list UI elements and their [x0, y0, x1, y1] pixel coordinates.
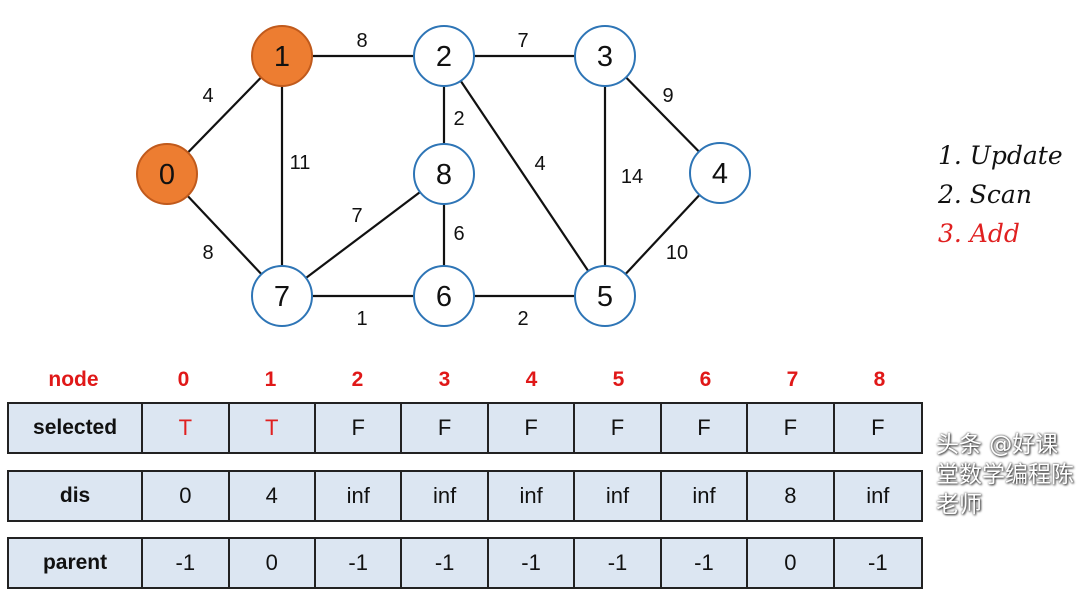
- step-add: 3. Add: [938, 219, 1020, 248]
- step-scan: 2. Scan: [938, 180, 1032, 209]
- node-label: 5: [597, 281, 613, 313]
- node-8-circle: [413, 143, 475, 205]
- cell: F: [575, 404, 662, 452]
- edge-2-5: [443, 55, 606, 297]
- cell: inf: [489, 472, 576, 520]
- node-label: 4: [712, 158, 728, 190]
- cell: -1: [868, 550, 888, 575]
- node-7-circle: [251, 265, 313, 327]
- cell: -1: [143, 539, 230, 587]
- row-label: dis: [9, 472, 144, 520]
- cell: T: [143, 404, 230, 452]
- node-label: 1: [274, 41, 290, 73]
- node-2-circle: [413, 25, 475, 87]
- edge-weight: 2: [453, 108, 464, 130]
- cell: inf: [402, 472, 489, 520]
- edge-weight: 9: [662, 85, 673, 107]
- cell: inf: [866, 483, 890, 508]
- step-update: 1. Update: [938, 141, 1063, 170]
- node-header: 6: [699, 368, 712, 391]
- node-header: 2: [351, 368, 364, 391]
- cell: T: [230, 404, 316, 452]
- edge-weight: 8: [202, 242, 213, 264]
- node-label: 7: [274, 281, 290, 313]
- node-header: 0: [177, 368, 190, 391]
- node-0-circle: [136, 143, 198, 205]
- edge-weight: 6: [453, 223, 464, 245]
- edge-weight: 4: [534, 153, 545, 175]
- cell: 0: [230, 539, 316, 587]
- node-6-circle: [413, 265, 475, 327]
- cell: 4: [230, 472, 316, 520]
- edge-7-8: [281, 173, 445, 297]
- node-label: 8: [436, 159, 452, 191]
- node-label: 2: [436, 41, 452, 73]
- algorithm-steps: 1. Update 2. Scan 3. Add: [938, 136, 1063, 253]
- node-header: 5: [612, 368, 625, 391]
- cell: -1: [662, 539, 749, 587]
- cell: -1: [575, 539, 662, 587]
- cell: inf: [662, 472, 749, 520]
- node-header: 1: [264, 368, 277, 391]
- cell: -1: [316, 539, 403, 587]
- edge-weight: 7: [351, 205, 362, 227]
- edge-weight: 2: [517, 308, 528, 330]
- node-4-circle: [689, 142, 751, 204]
- cell: F: [662, 404, 749, 452]
- node-label: 0: [159, 159, 175, 191]
- cell: F: [316, 404, 403, 452]
- cell: -1: [489, 539, 576, 587]
- node-header: 8: [873, 368, 886, 391]
- node-5-circle: [574, 265, 636, 327]
- edge-weight: 11: [290, 152, 311, 174]
- cell: 0: [143, 472, 230, 520]
- node-header: 3: [438, 368, 451, 391]
- cell: 0: [748, 539, 835, 587]
- cell: F: [871, 415, 885, 440]
- cell: F: [489, 404, 576, 452]
- cell: inf: [575, 472, 662, 520]
- edge-weight: 4: [202, 85, 213, 107]
- edge-weight: 14: [621, 166, 643, 188]
- node-3-circle: [574, 25, 636, 87]
- cell: 8: [748, 472, 835, 520]
- edge-weight: 8: [356, 30, 367, 52]
- node-label: 3: [597, 41, 613, 73]
- cell: F: [748, 404, 835, 452]
- node-label: 6: [436, 281, 452, 313]
- cell: -1: [402, 539, 489, 587]
- edge-weight: 1: [356, 308, 367, 330]
- edge-weight: 7: [517, 30, 528, 52]
- watermark: 头条 @好课堂数学编程陈老师: [936, 432, 1074, 518]
- row-label: parent: [9, 539, 144, 587]
- node-header: 7: [786, 368, 799, 391]
- node-header-label: node: [48, 368, 99, 391]
- cell: F: [402, 404, 489, 452]
- edge-weight: 10: [666, 242, 688, 264]
- cell: inf: [316, 472, 403, 520]
- row-label: selected: [9, 404, 144, 452]
- node-header: 4: [525, 368, 538, 391]
- node-1-circle: [251, 25, 313, 87]
- graph-diagram: 4 8 8 11 7 2 4 9 14 10 7 6 1 2 0 1 2 3 4 5 6 7 8: [136, 25, 751, 330]
